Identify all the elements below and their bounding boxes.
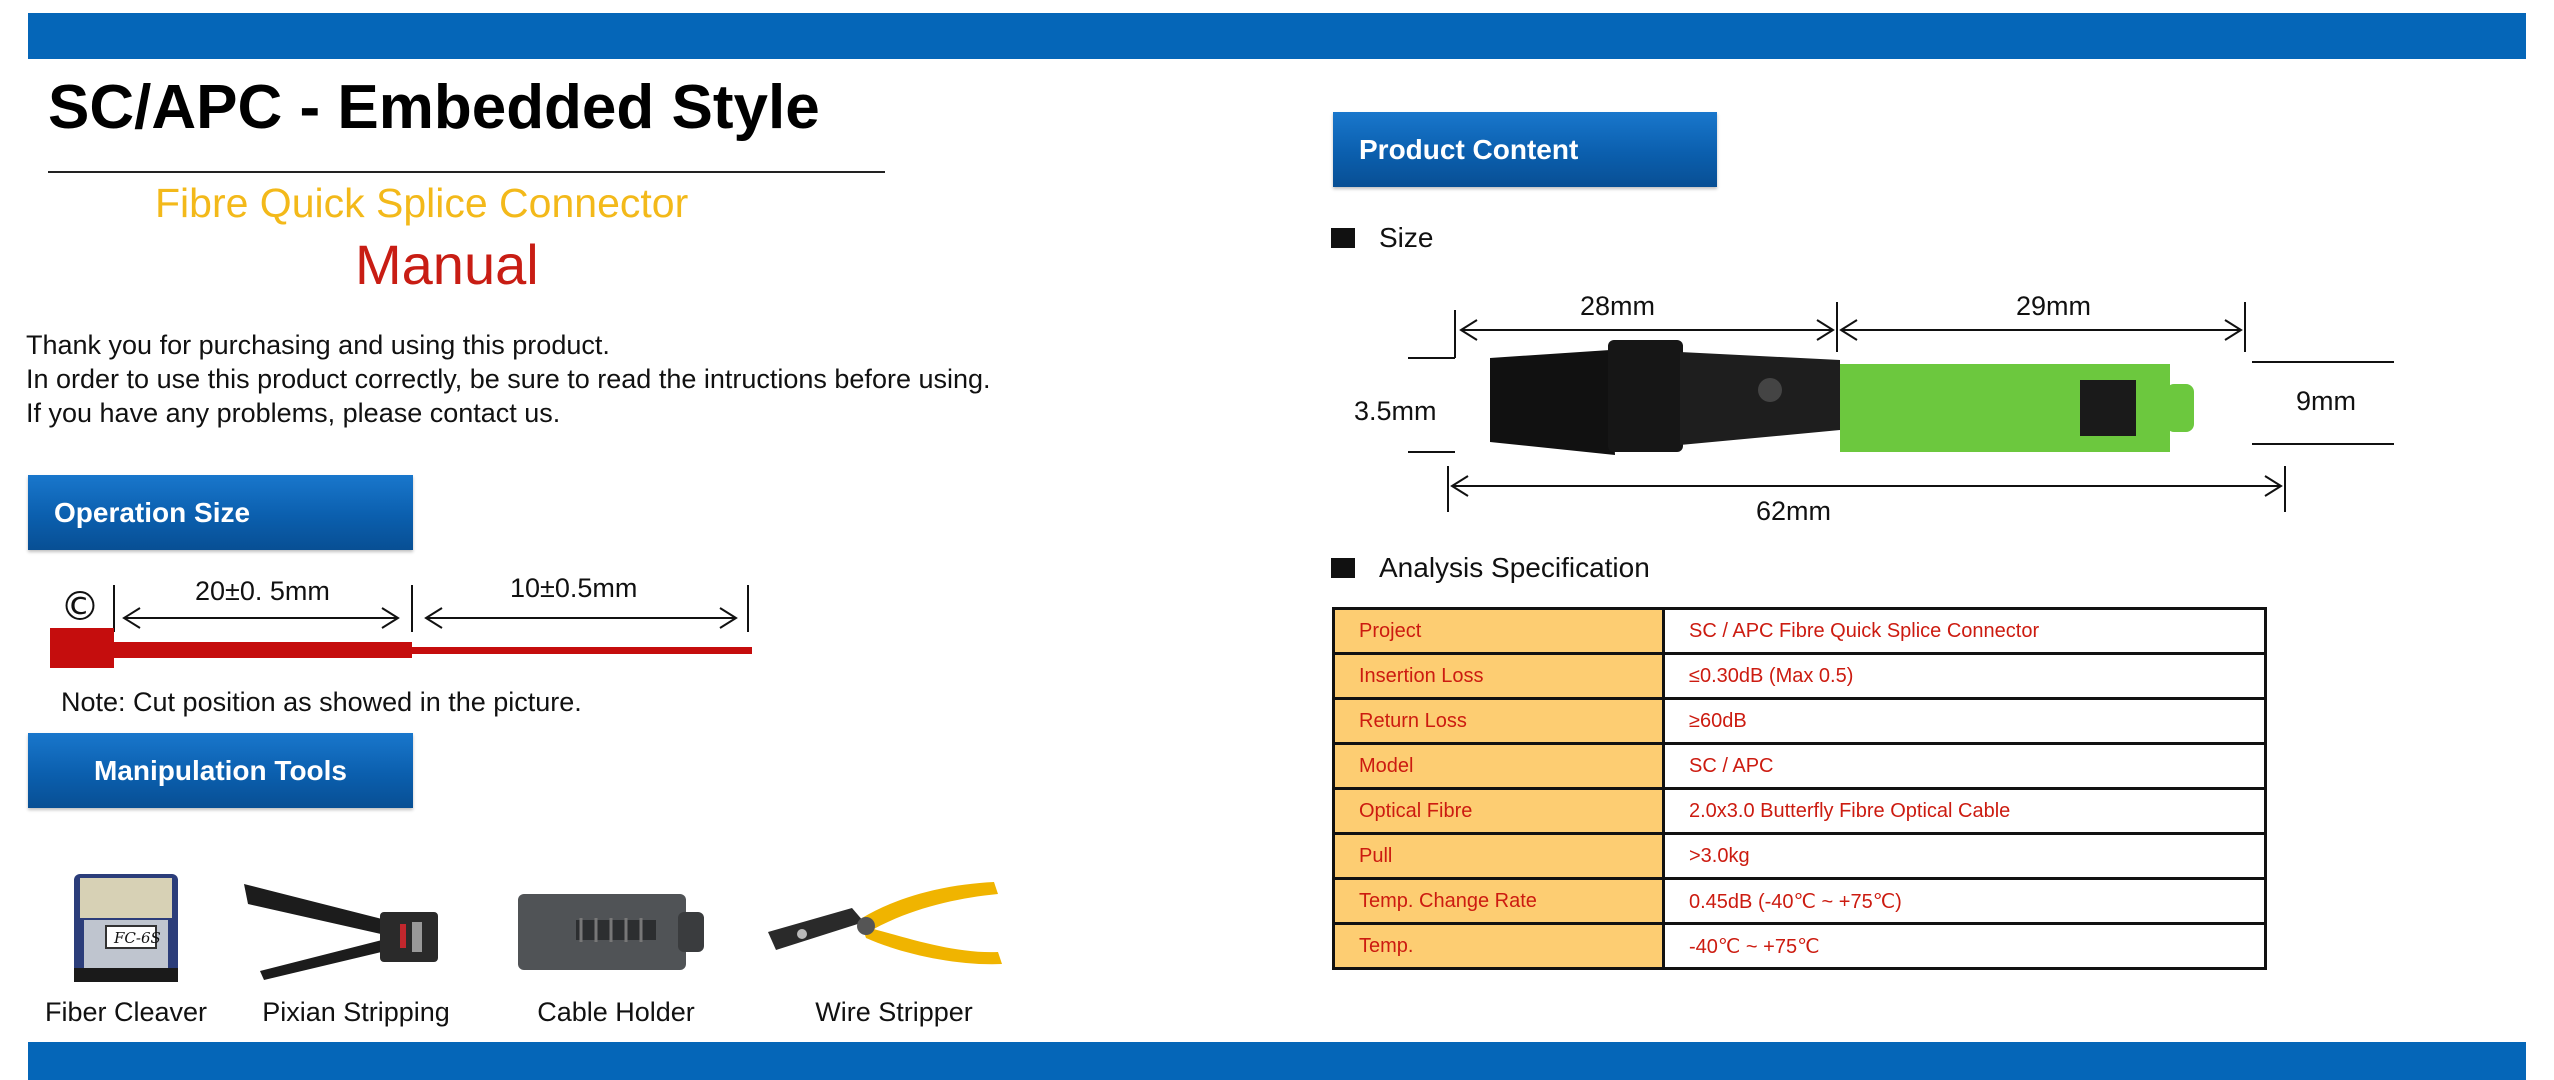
- cable-jacket: [50, 628, 114, 668]
- dim-3-5mm: 3.5mm: [1354, 396, 1437, 426]
- spec-key: Optical Fibre: [1332, 787, 1665, 835]
- size-heading-label: Size: [1379, 222, 1434, 253]
- intro-line: If you have any problems, please contact…: [26, 398, 561, 428]
- top-banner: [28, 13, 2526, 59]
- bottom-banner: [28, 1042, 2526, 1080]
- cable-holder-icon: [518, 894, 704, 970]
- page-title: SC/APC - Embedded Style: [48, 73, 820, 142]
- spec-value: SC / APC Fibre Quick Splice Connector: [1662, 607, 2267, 655]
- pixian-stripping-icon: [244, 884, 438, 980]
- spec-key: Temp. Change Rate: [1332, 877, 1665, 925]
- dim-29mm: 29mm: [2016, 291, 2091, 321]
- product-content-heading: Product Content: [1333, 112, 1717, 187]
- title-divider: [48, 171, 885, 173]
- fiber-cleaver-icon: FC-6S: [74, 874, 178, 982]
- spec-key: Return Loss: [1332, 697, 1665, 745]
- bullet-square: [1331, 558, 1355, 578]
- table-row: Return Loss≥60dB: [1332, 697, 2267, 745]
- spec-value: 0.45dB (-40℃ ~ +75℃): [1662, 877, 2267, 925]
- dim-9mm: 9mm: [2296, 386, 2356, 416]
- size-heading: Size: [1331, 222, 1433, 254]
- dim-62mm: 62mm: [1756, 496, 1831, 526]
- cut-note: Note: Cut position as showed in the pict…: [61, 687, 582, 717]
- spec-value: 2.0x3.0 Butterfly Fibre Optical Cable: [1662, 787, 2267, 835]
- dim1-label: 20±0. 5mm: [195, 576, 330, 606]
- spec-key: Insertion Loss: [1332, 652, 1665, 700]
- table-row: Insertion Loss≤0.30dB (Max 0.5): [1332, 652, 2267, 700]
- connector-boot: [1490, 350, 1615, 455]
- spec-value: ≥60dB: [1662, 697, 2267, 745]
- spec-value: ≤0.30dB (Max 0.5): [1662, 652, 2267, 700]
- tool-label-wire-stripper: Wire Stripper: [815, 997, 973, 1027]
- spec-value: SC / APC: [1662, 742, 2267, 790]
- intro-line: In order to use this product correctly, …: [26, 364, 991, 394]
- wire-stripper-icon: [768, 882, 1002, 965]
- intro-line: Thank you for purchasing and using this …: [26, 330, 610, 360]
- cable-fibre-thin: [412, 647, 752, 654]
- copyright-symbol: ©: [60, 584, 100, 630]
- spec-key: Model: [1332, 742, 1665, 790]
- spec-value: >3.0kg: [1662, 832, 2267, 880]
- dim-28mm: 28mm: [1580, 291, 1655, 321]
- cleaver-marking: FC-6S: [113, 929, 161, 947]
- dim2-label: 10±0.5mm: [510, 573, 637, 603]
- tool-label-pixian-stripping: Pixian Stripping: [262, 997, 450, 1027]
- bullet-square: [1331, 228, 1355, 248]
- connector-nut: [1608, 340, 1683, 452]
- analysis-heading-label: Analysis Specification: [1379, 552, 1650, 583]
- table-row: Temp.-40℃ ~ +75℃: [1332, 922, 2267, 970]
- manual-label: Manual: [355, 233, 539, 296]
- intro-text: Thank you for purchasing and using this …: [26, 328, 991, 430]
- cut-diagram: © 20±0. 5mm 10±0.5mm: [50, 573, 752, 668]
- spec-key: Pull: [1332, 832, 1665, 880]
- connector-housing: [1680, 352, 1840, 445]
- spec-key: Temp.: [1332, 922, 1665, 970]
- spec-key: Project: [1332, 607, 1665, 655]
- tool-label-fiber-cleaver: Fiber Cleaver: [44, 997, 208, 1027]
- table-row: Pull>3.0kg: [1332, 832, 2267, 880]
- cable-fibre-thick: [114, 642, 412, 658]
- page-subtitle: Fibre Quick Splice Connector: [155, 180, 689, 226]
- tool-label-cable-holder: Cable Holder: [537, 997, 695, 1027]
- manipulation-tools-heading: Manipulation Tools: [28, 733, 413, 808]
- connector-size-diagram: 28mm 29mm 3.5mm 9mm 62mm: [1354, 291, 2394, 526]
- operation-size-heading: Operation Size: [28, 475, 413, 550]
- analysis-heading: Analysis Specification: [1331, 552, 1650, 584]
- spec-value: -40℃ ~ +75℃: [1662, 922, 2267, 970]
